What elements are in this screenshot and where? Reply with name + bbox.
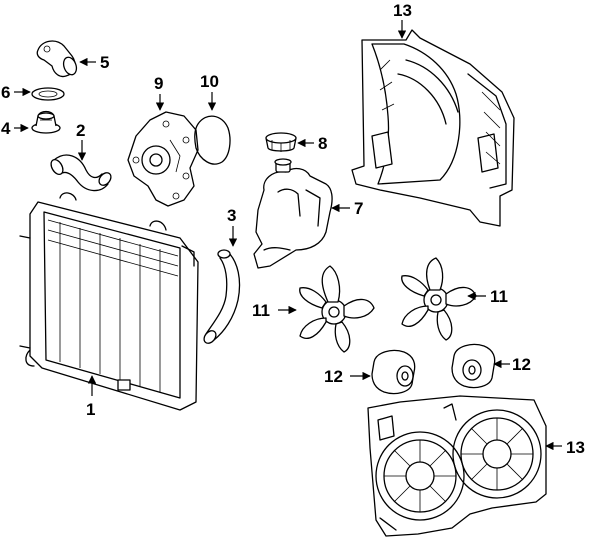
callout-12b: 12 [512,355,531,374]
gasket [31,87,65,101]
callout-7: 7 [354,199,363,218]
callout-8: 8 [318,134,327,153]
callout-11b: 11 [490,287,508,306]
coolant-reservoir [253,158,333,269]
callout-3: 3 [227,206,236,225]
callout-13b: 13 [566,438,585,457]
callout-9: 9 [154,74,163,93]
callout-6: 6 [1,83,10,102]
callout-1: 1 [86,400,95,419]
callout-12a: 12 [324,367,343,386]
upper-hose [50,154,112,192]
callout-5: 5 [100,53,109,72]
fan-shroud-lower [367,395,547,537]
fan-blade-left [299,265,375,353]
thermostat [31,110,61,134]
thermostat-housing [36,40,78,78]
pump-gasket [194,115,231,165]
callout-4: 4 [1,119,11,138]
fan-motor-right [451,343,496,389]
fan-motor-left [371,349,416,395]
fan-shroud-upper [351,29,515,227]
callout-2: 2 [76,121,85,140]
radiator [19,192,199,411]
callout-11a: 11 [252,301,270,320]
callout-10: 10 [200,72,219,91]
reservoir-cap [265,132,297,152]
callout-13a: 13 [393,1,412,20]
fan-blade-right [401,257,477,341]
lower-hose [203,249,241,344]
water-pump [127,111,199,207]
